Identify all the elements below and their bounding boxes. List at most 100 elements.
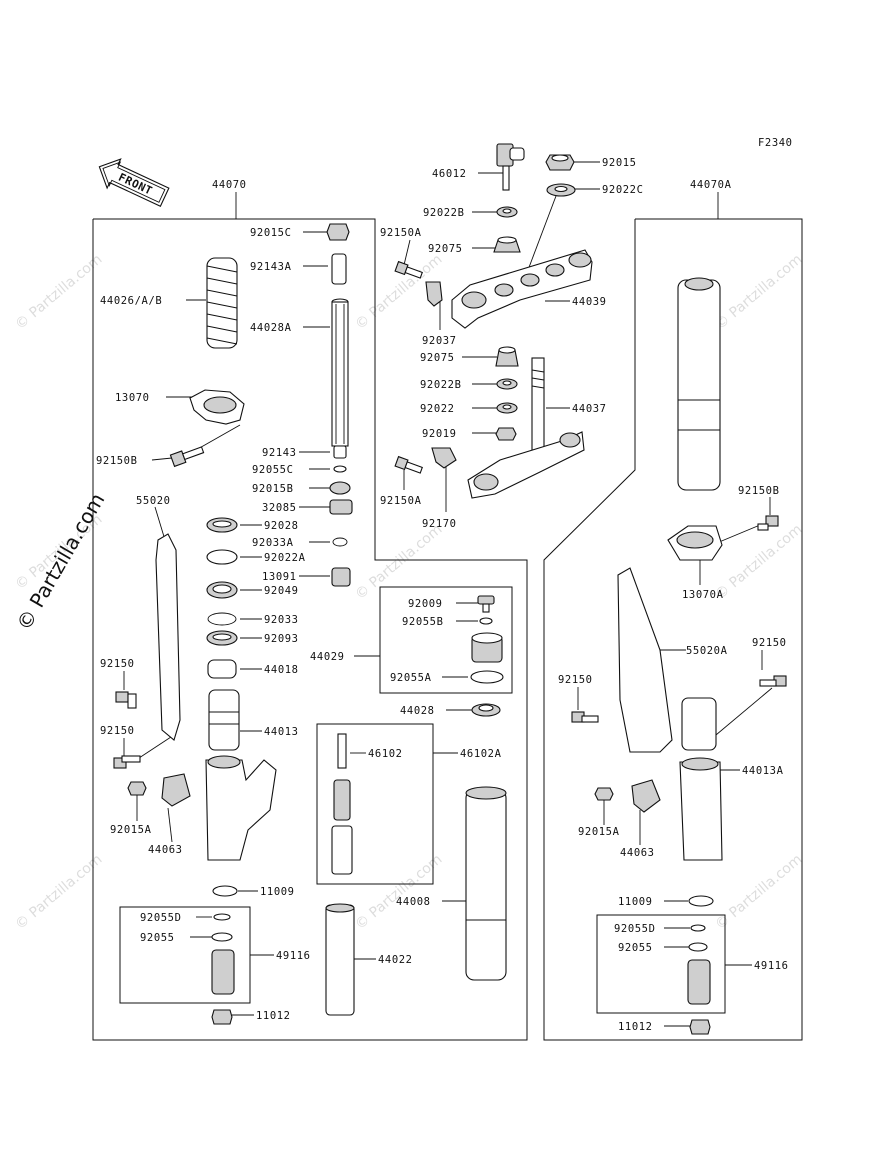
cap-44028-icon (471, 703, 501, 717)
part-label: 49116 (754, 960, 789, 972)
bolt-92150-left2-icon (113, 755, 141, 769)
leader-lines (123, 161, 773, 1027)
part-label: 44008 (396, 896, 431, 908)
part-label: 92143A (250, 261, 292, 273)
part-label: 13070 (115, 392, 150, 404)
cap-44029-icon (471, 632, 503, 663)
oring-92055B-icon (479, 617, 493, 625)
part-label: 46012 (432, 168, 467, 180)
part-label: 92033 (264, 614, 299, 626)
bolt-92150B-right-icon (757, 515, 779, 531)
part-label: 92075 (428, 243, 463, 255)
oring-92055D-left-icon (213, 913, 231, 921)
partzilla-credit: © Partzilla.com (12, 489, 110, 635)
part-label: 92150 (558, 674, 593, 686)
oring-92055A-icon (470, 670, 504, 684)
collar-92075-top-icon (493, 236, 521, 253)
washer-92022B-mid-icon (496, 378, 518, 390)
guard-55020A-icon (617, 567, 673, 753)
bracket-92037-icon (425, 281, 443, 307)
part-label: 92055D (140, 912, 182, 924)
collar-92143A-icon (331, 253, 347, 285)
washer-92022C-icon (546, 183, 576, 197)
part-46012-icon (496, 143, 525, 191)
oring-92055-right-icon (688, 942, 708, 952)
part-label: 11009 (618, 896, 653, 908)
part-label: 44026/A/B (100, 295, 162, 307)
part-label: 92150 (100, 658, 135, 670)
rod-46102-icon (331, 733, 353, 875)
part-label: 44063 (148, 844, 183, 856)
seal-92093-icon (206, 630, 238, 646)
part-label: 92093 (264, 633, 299, 645)
part-label: 92022 (420, 403, 455, 415)
left-fork-group-border (92, 218, 528, 1041)
nut-92019-icon (495, 427, 517, 441)
part-label: 44070 (212, 179, 247, 191)
washer-92022A-icon (206, 549, 238, 565)
part-label: 32085 (262, 502, 297, 514)
bushing-32085-icon (329, 499, 353, 515)
bushing-44018-icon (207, 659, 237, 679)
nut-11012-right-icon (689, 1019, 711, 1035)
part-label: 92170 (422, 518, 457, 530)
part-label: 92022B (423, 207, 465, 219)
bolt-92150B-left-icon (169, 446, 205, 468)
part-label: 44037 (572, 403, 607, 415)
tube-44008-icon (465, 786, 507, 981)
part-labels: 44070 44070A 46012 92015 92022C 92022B 9… (96, 157, 789, 1033)
part-label: 44028 (400, 705, 435, 717)
watermark-text: © Partzilla.com (352, 851, 445, 933)
watermark-text: © Partzilla.com (352, 521, 445, 603)
clip-92033-icon (207, 612, 237, 626)
cap-44063-left-icon (161, 773, 191, 807)
part-label: 92150 (752, 637, 787, 649)
bushing-92028-icon (206, 517, 238, 533)
part-label: 44022 (378, 954, 413, 966)
part-label: 44029 (310, 651, 345, 663)
part-label: 92022B (420, 379, 462, 391)
clamp-13070A-icon (667, 525, 723, 561)
rod-44028A-icon (331, 298, 349, 447)
part-label: 44018 (264, 664, 299, 676)
bolt-92150-left1-icon (115, 691, 137, 709)
part-label: 92015B (252, 483, 294, 495)
oring-11009-left-icon (212, 885, 238, 897)
part-label: 92015C (250, 227, 292, 239)
part-label: 11009 (260, 886, 295, 898)
bolt-92150A-bottom-icon (394, 455, 423, 474)
upper-clamp-44039-icon (451, 249, 593, 329)
collar-92075-mid-icon (495, 346, 519, 367)
part-label: 92015 (602, 157, 637, 169)
part-label: 46102 (368, 748, 403, 760)
watermark-text: © Partzilla.com (12, 251, 105, 333)
clamp-13070-icon (189, 389, 245, 425)
box-46102A (316, 723, 434, 885)
valve-49116-right-icon (687, 959, 711, 1005)
part-label: 92055B (402, 616, 444, 628)
tube-44013-icon (208, 689, 240, 751)
seal-92049-icon (206, 581, 238, 599)
watermark-text: © Partzilla.com (712, 251, 805, 333)
watermark-text: © Partzilla.com (712, 851, 805, 933)
part-label: 92019 (422, 428, 457, 440)
part-label: 92075 (420, 352, 455, 364)
bracket-92170-icon (431, 447, 457, 469)
figure-code: F2340 (758, 137, 793, 149)
collar-92015B-icon (329, 481, 351, 495)
part-label: 92150A (380, 495, 422, 507)
clip-92033A-icon (332, 537, 348, 547)
part-label: 13091 (262, 571, 297, 583)
part-label: 92150B (738, 485, 780, 497)
part-label: 92028 (264, 520, 299, 532)
bolt-92150-right1-icon (759, 675, 787, 687)
part-label: 55020A (686, 645, 728, 657)
part-label: 46102A (460, 748, 502, 760)
bolt-13091-icon (331, 567, 351, 587)
nut-92015A-right-icon (594, 787, 614, 801)
valve-49116-left-icon (211, 949, 235, 995)
washer-92022B-top-icon (496, 206, 518, 218)
part-label: 44013A (742, 765, 784, 777)
part-label: 92033A (252, 537, 294, 549)
part-label: 55020 (136, 495, 171, 507)
